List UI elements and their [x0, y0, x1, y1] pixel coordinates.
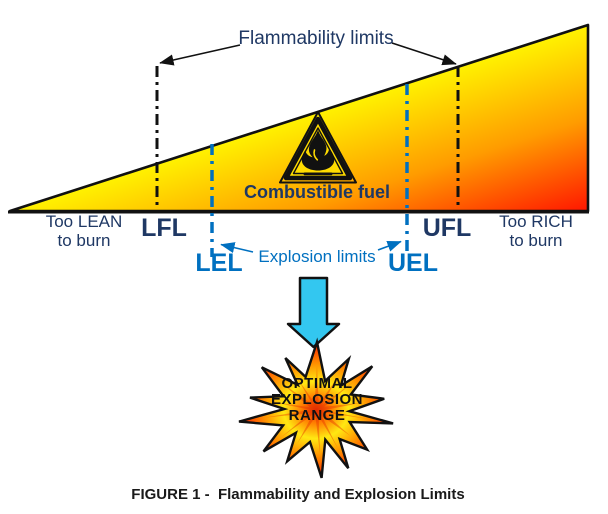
- too-lean-line2: to burn: [57, 231, 111, 250]
- lfl-label: LFL: [141, 214, 187, 242]
- optimal-explosion-range-label: OPTIMAL EXPLOSION RANGE: [271, 376, 363, 424]
- ufl-label: UFL: [422, 214, 472, 242]
- too-rich-line2: to burn: [509, 231, 563, 250]
- flammability-arrow-left: [159, 44, 241, 66]
- flammability-arrow-right: [391, 42, 457, 66]
- too-rich-line1: Too RICH: [499, 212, 573, 231]
- explosion-limits-label: Explosion limits: [258, 247, 376, 266]
- flammability-limits-label: Flammability limits: [238, 28, 394, 49]
- explosion-burst-icon: [238, 337, 394, 479]
- burst-line1: OPTIMAL: [281, 375, 353, 392]
- too-rich-label: Too RICH to burn: [499, 212, 573, 250]
- flame-icon: [301, 130, 335, 176]
- burst-line2: EXPLOSION: [270, 391, 364, 408]
- burst-line3: RANGE: [288, 407, 346, 424]
- uel-label: UEL: [388, 249, 438, 277]
- hazard-triangle-icon: [279, 111, 357, 184]
- combustible-fuel-label: Combustible fuel: [243, 182, 391, 202]
- too-lean-line1: Too LEAN: [45, 212, 123, 231]
- too-lean-label: Too LEAN to burn: [46, 212, 123, 250]
- figure-caption: FIGURE 1 - Flammability and Explosion Li…: [131, 486, 465, 503]
- explosion-arrow-right: [377, 240, 402, 252]
- down-arrow-icon: [286, 276, 341, 349]
- explosion-arrow-left: [220, 242, 254, 254]
- lel-label: LEL: [195, 249, 243, 277]
